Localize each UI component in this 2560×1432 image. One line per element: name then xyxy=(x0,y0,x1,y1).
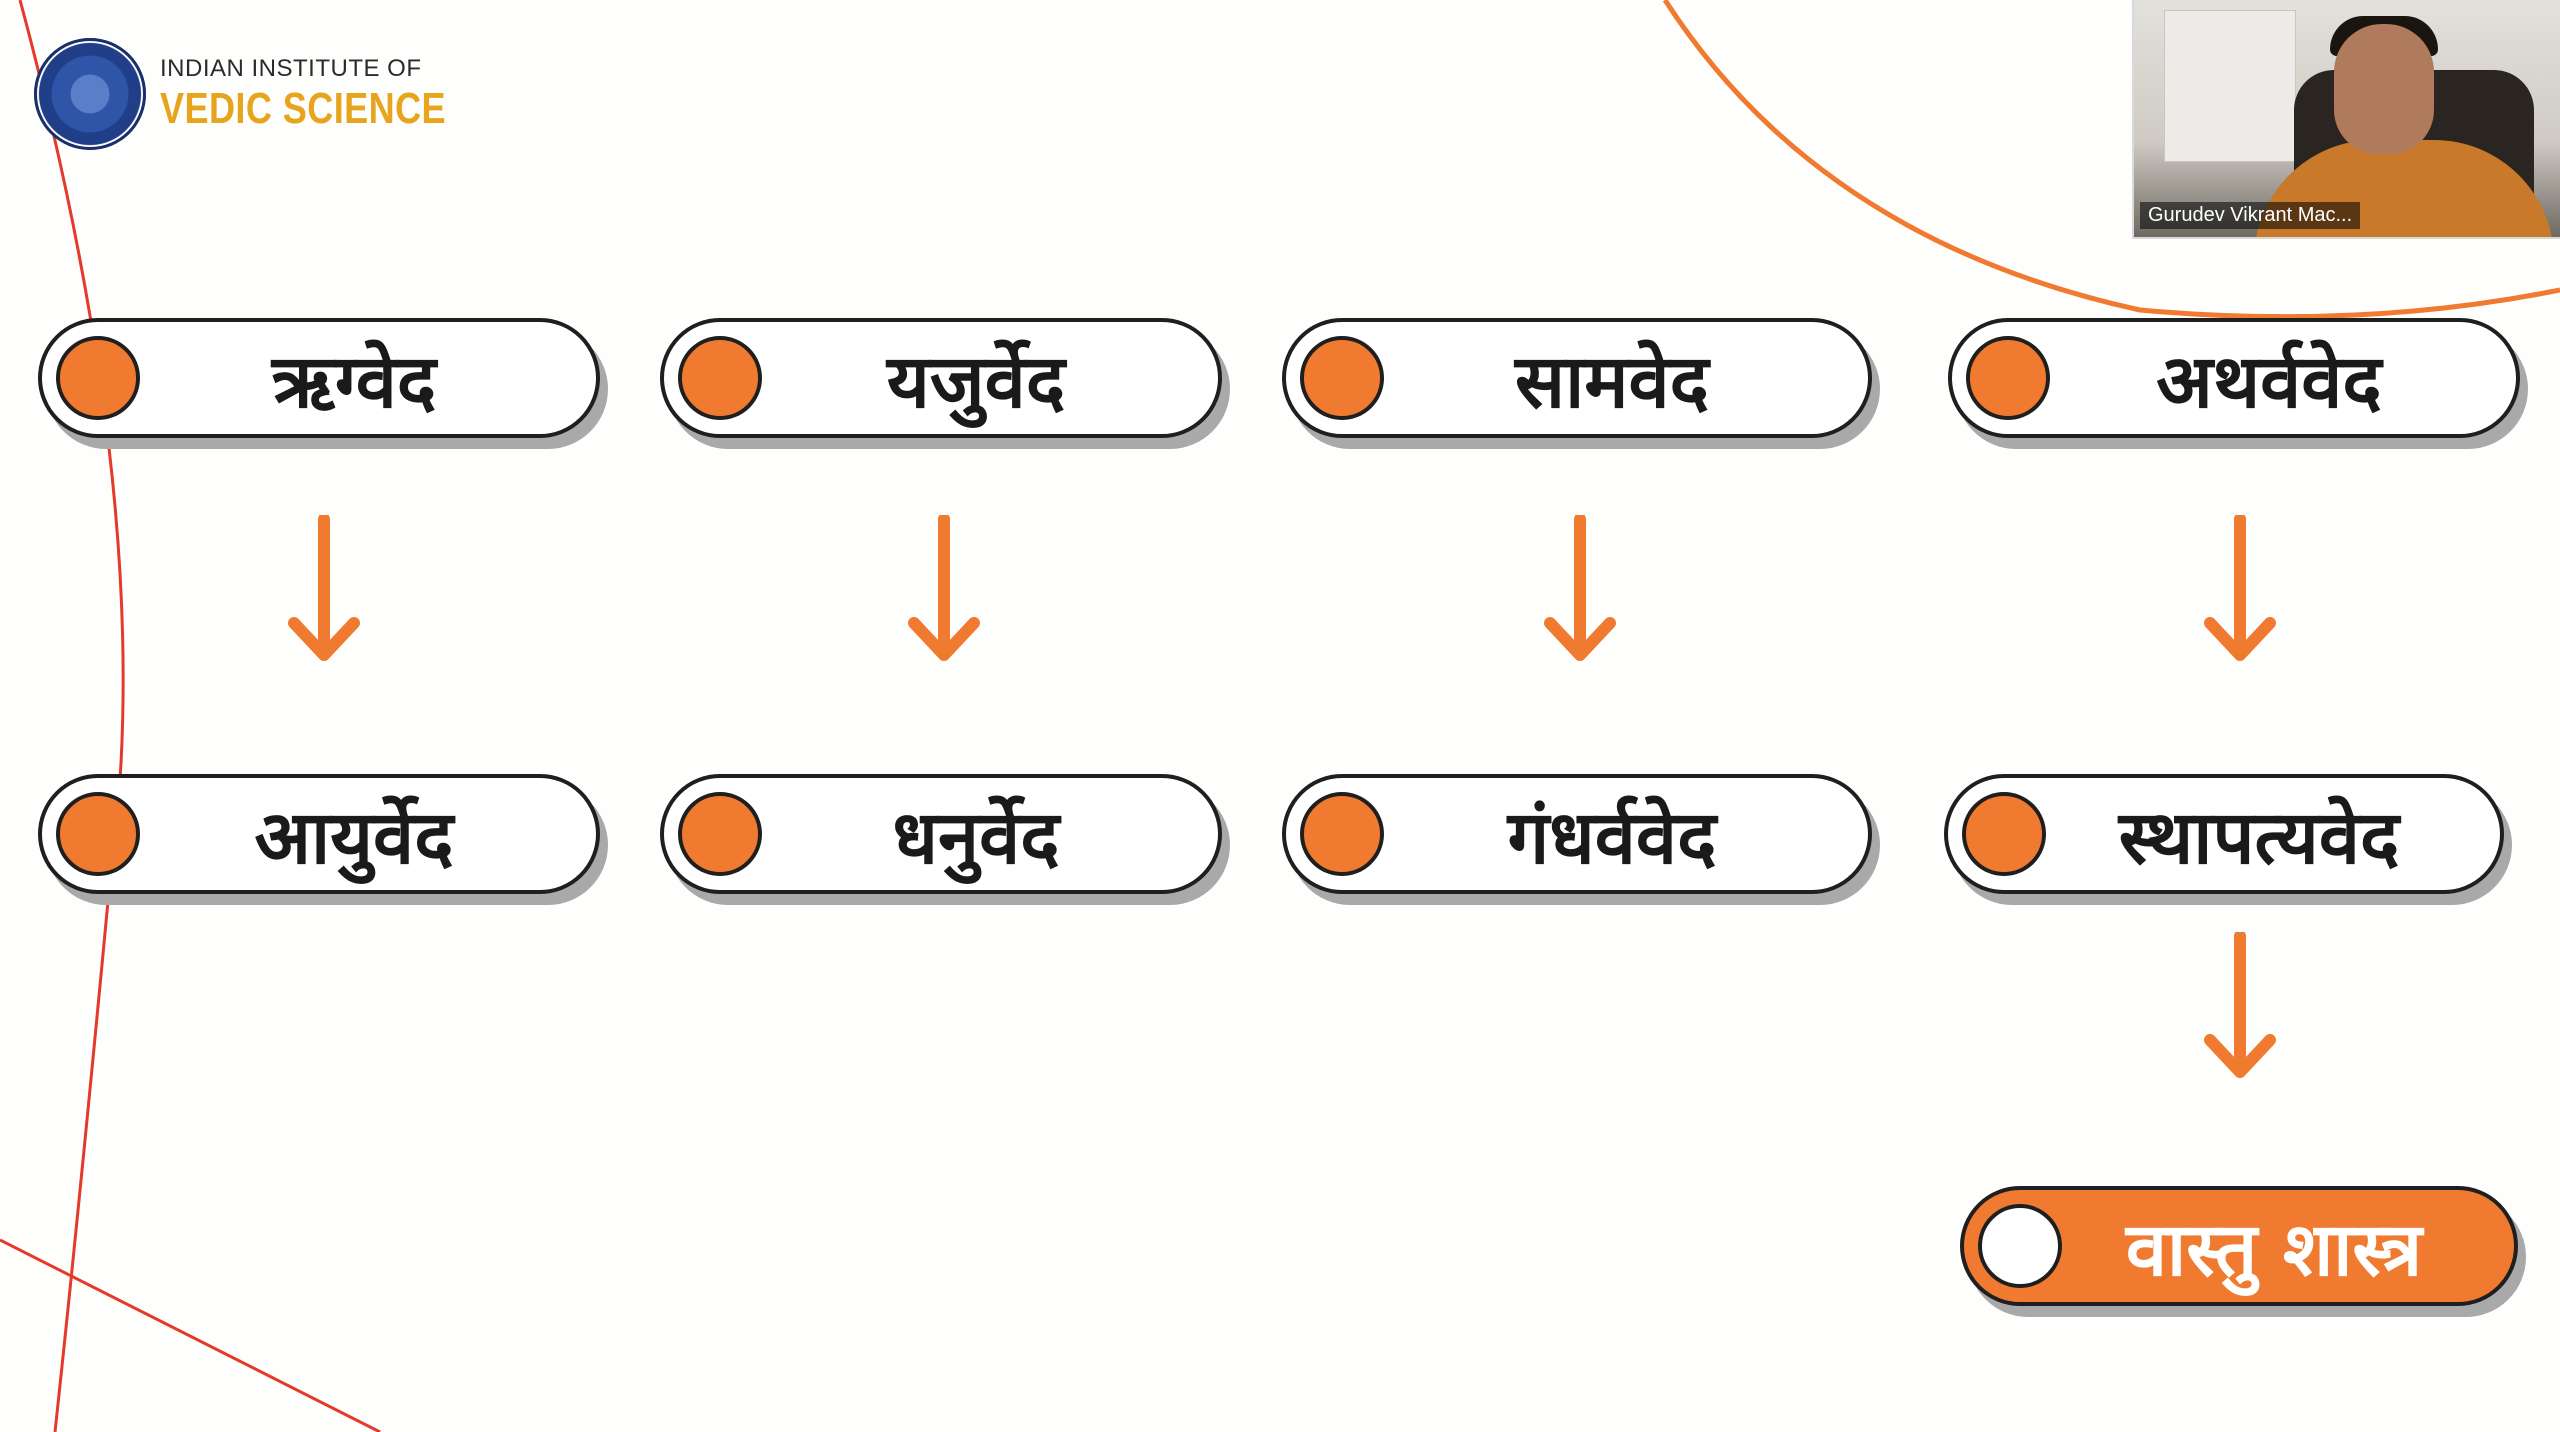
upaveda-pill-2: धनुर्वेद xyxy=(660,774,1222,894)
participant-name-label: Gurudev Vikrant Mac... xyxy=(2140,202,2361,229)
participant-video-tile[interactable]: Gurudev Vikrant Mac... xyxy=(2132,0,2560,239)
veda-pill-3: सामवेद xyxy=(1282,318,1872,438)
down-arrow-icon xyxy=(288,515,360,661)
institute-logo: INDIAN INSTITUTE OF VEDIC SCIENCE xyxy=(34,38,509,150)
bullet-dot-icon xyxy=(678,792,762,876)
bullet-dot-icon xyxy=(56,336,140,420)
veda-label: अथर्ववेद xyxy=(2156,338,2382,425)
veda-pill-2: यजुर्वेद xyxy=(660,318,1222,438)
down-arrow-icon xyxy=(2204,932,2276,1078)
upaveda-label: धनुर्वेद xyxy=(892,794,1060,881)
decor-arc-left xyxy=(18,0,125,1432)
video-whiteboard xyxy=(2164,10,2296,162)
decor-line-bottom-left xyxy=(0,1238,381,1432)
bullet-dot-icon xyxy=(1300,792,1384,876)
result-label: वास्तु शास्त्र xyxy=(2125,1206,2423,1293)
video-person-head xyxy=(2334,24,2434,154)
upaveda-label: स्थापत्यवेद xyxy=(2118,794,2400,881)
bullet-dot-icon xyxy=(678,336,762,420)
veda-pill-4: अथर्ववेद xyxy=(1948,318,2520,438)
upaveda-pill-4: स्थापत्यवेद xyxy=(1944,774,2504,894)
upaveda-label: गंधर्ववेद xyxy=(1507,794,1717,881)
down-arrow-icon xyxy=(1544,515,1616,661)
bullet-dot-icon xyxy=(1978,1204,2062,1288)
down-arrow-icon xyxy=(2204,515,2276,661)
veda-label: ऋग्वेद xyxy=(271,338,437,425)
veda-label: सामवेद xyxy=(1515,338,1709,425)
veda-pill-1: ऋग्वेद xyxy=(38,318,600,438)
bullet-dot-icon xyxy=(56,792,140,876)
institute-seal-icon xyxy=(34,38,146,150)
result-pill-vastu-shastra: वास्तु शास्त्र xyxy=(1960,1186,2518,1306)
upaveda-pill-3: गंधर्ववेद xyxy=(1282,774,1872,894)
logo-text: INDIAN INSTITUTE OF VEDIC SCIENCE xyxy=(160,57,509,131)
bullet-dot-icon xyxy=(1962,792,2046,876)
upaveda-label: आयुर्वेद xyxy=(254,794,454,881)
bullet-dot-icon xyxy=(1300,336,1384,420)
down-arrow-icon xyxy=(908,515,980,661)
bullet-dot-icon xyxy=(1966,336,2050,420)
logo-line-1: INDIAN INSTITUTE OF xyxy=(160,55,422,82)
upaveda-pill-1: आयुर्वेद xyxy=(38,774,600,894)
logo-line-2: VEDIC SCIENCE xyxy=(160,84,447,133)
veda-label: यजुर्वेद xyxy=(886,338,1066,425)
